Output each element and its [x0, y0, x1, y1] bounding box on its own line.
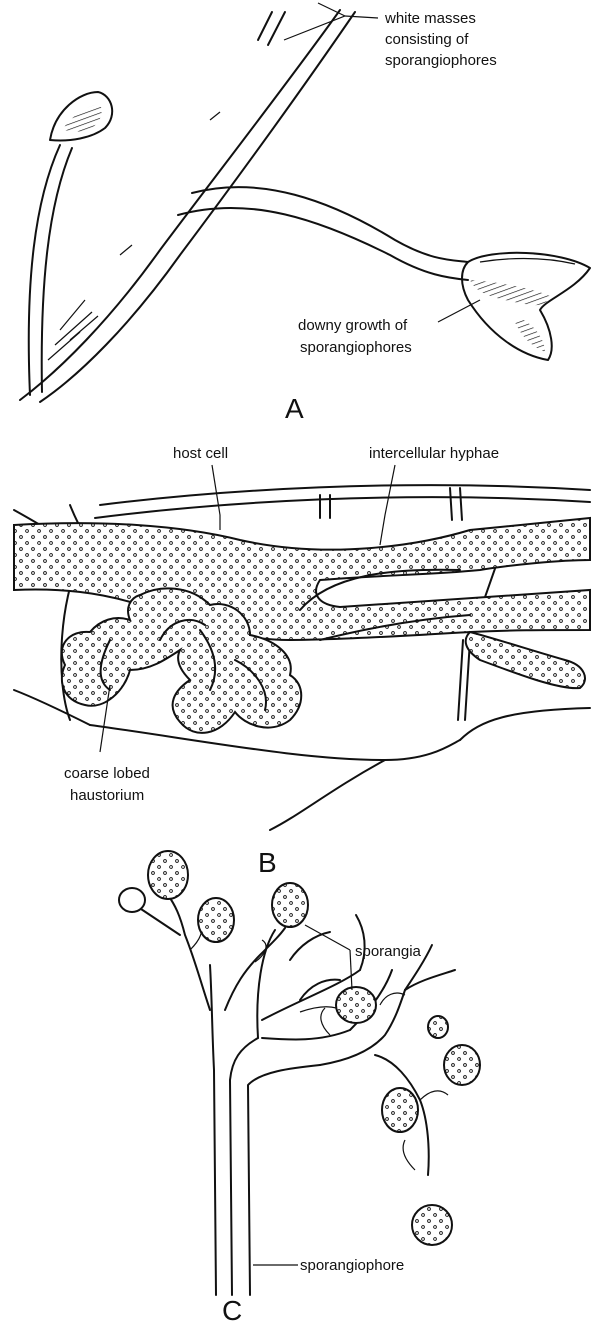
label-downy-line1: downy growth of [298, 317, 408, 334]
label-white-masses-line3: sporangiophores [385, 52, 497, 69]
panel-b: host cell intercellular hyphae coarse lo… [14, 445, 590, 878]
sporangium-7 [444, 1045, 480, 1085]
sporangium-3 [119, 888, 145, 912]
panel-letter-c: C [222, 1295, 242, 1326]
sporangium-2 [198, 898, 234, 942]
label-white-masses-line1: white masses [384, 10, 476, 27]
panel-c: sporangia sporangiophore C [119, 851, 480, 1326]
sporangium-8 [382, 1088, 418, 1132]
sporangiophore-trunk [210, 965, 320, 1295]
sporangium-4 [272, 883, 308, 927]
label-sporangiophore: sporangiophore [300, 1257, 404, 1274]
label-haustorium-line1: coarse lobed [64, 765, 150, 782]
label-host-cell: host cell [173, 445, 228, 462]
label-downy-line2: sporangiophores [300, 339, 412, 356]
label-white-masses-line2: consisting of [385, 31, 469, 48]
sporangium-6 [428, 1016, 448, 1038]
branch-curled-tips [190, 925, 448, 1170]
leaf-side-branch [178, 187, 468, 280]
label-sporangia: sporangia [355, 943, 422, 960]
label-intercellular-hyphae: intercellular hyphae [369, 445, 499, 462]
sporangia [119, 851, 480, 1245]
right-leaflet-downy-growth [462, 253, 590, 360]
sporangiophore-branches [135, 895, 455, 1175]
left-leaflet-downy-growth [50, 92, 112, 141]
leader-lines-c [253, 925, 352, 1265]
sporangium-5 [336, 987, 376, 1023]
sporangium-1 [148, 851, 188, 899]
leader-lines-a [284, 3, 480, 322]
sporangium-9 [412, 1205, 452, 1245]
panel-a: white masses consisting of sporangiophor… [20, 3, 590, 424]
label-haustorium-line2: haustorium [70, 787, 144, 804]
panel-letter-b: B [258, 847, 277, 878]
panel-letter-a: A [285, 393, 304, 424]
